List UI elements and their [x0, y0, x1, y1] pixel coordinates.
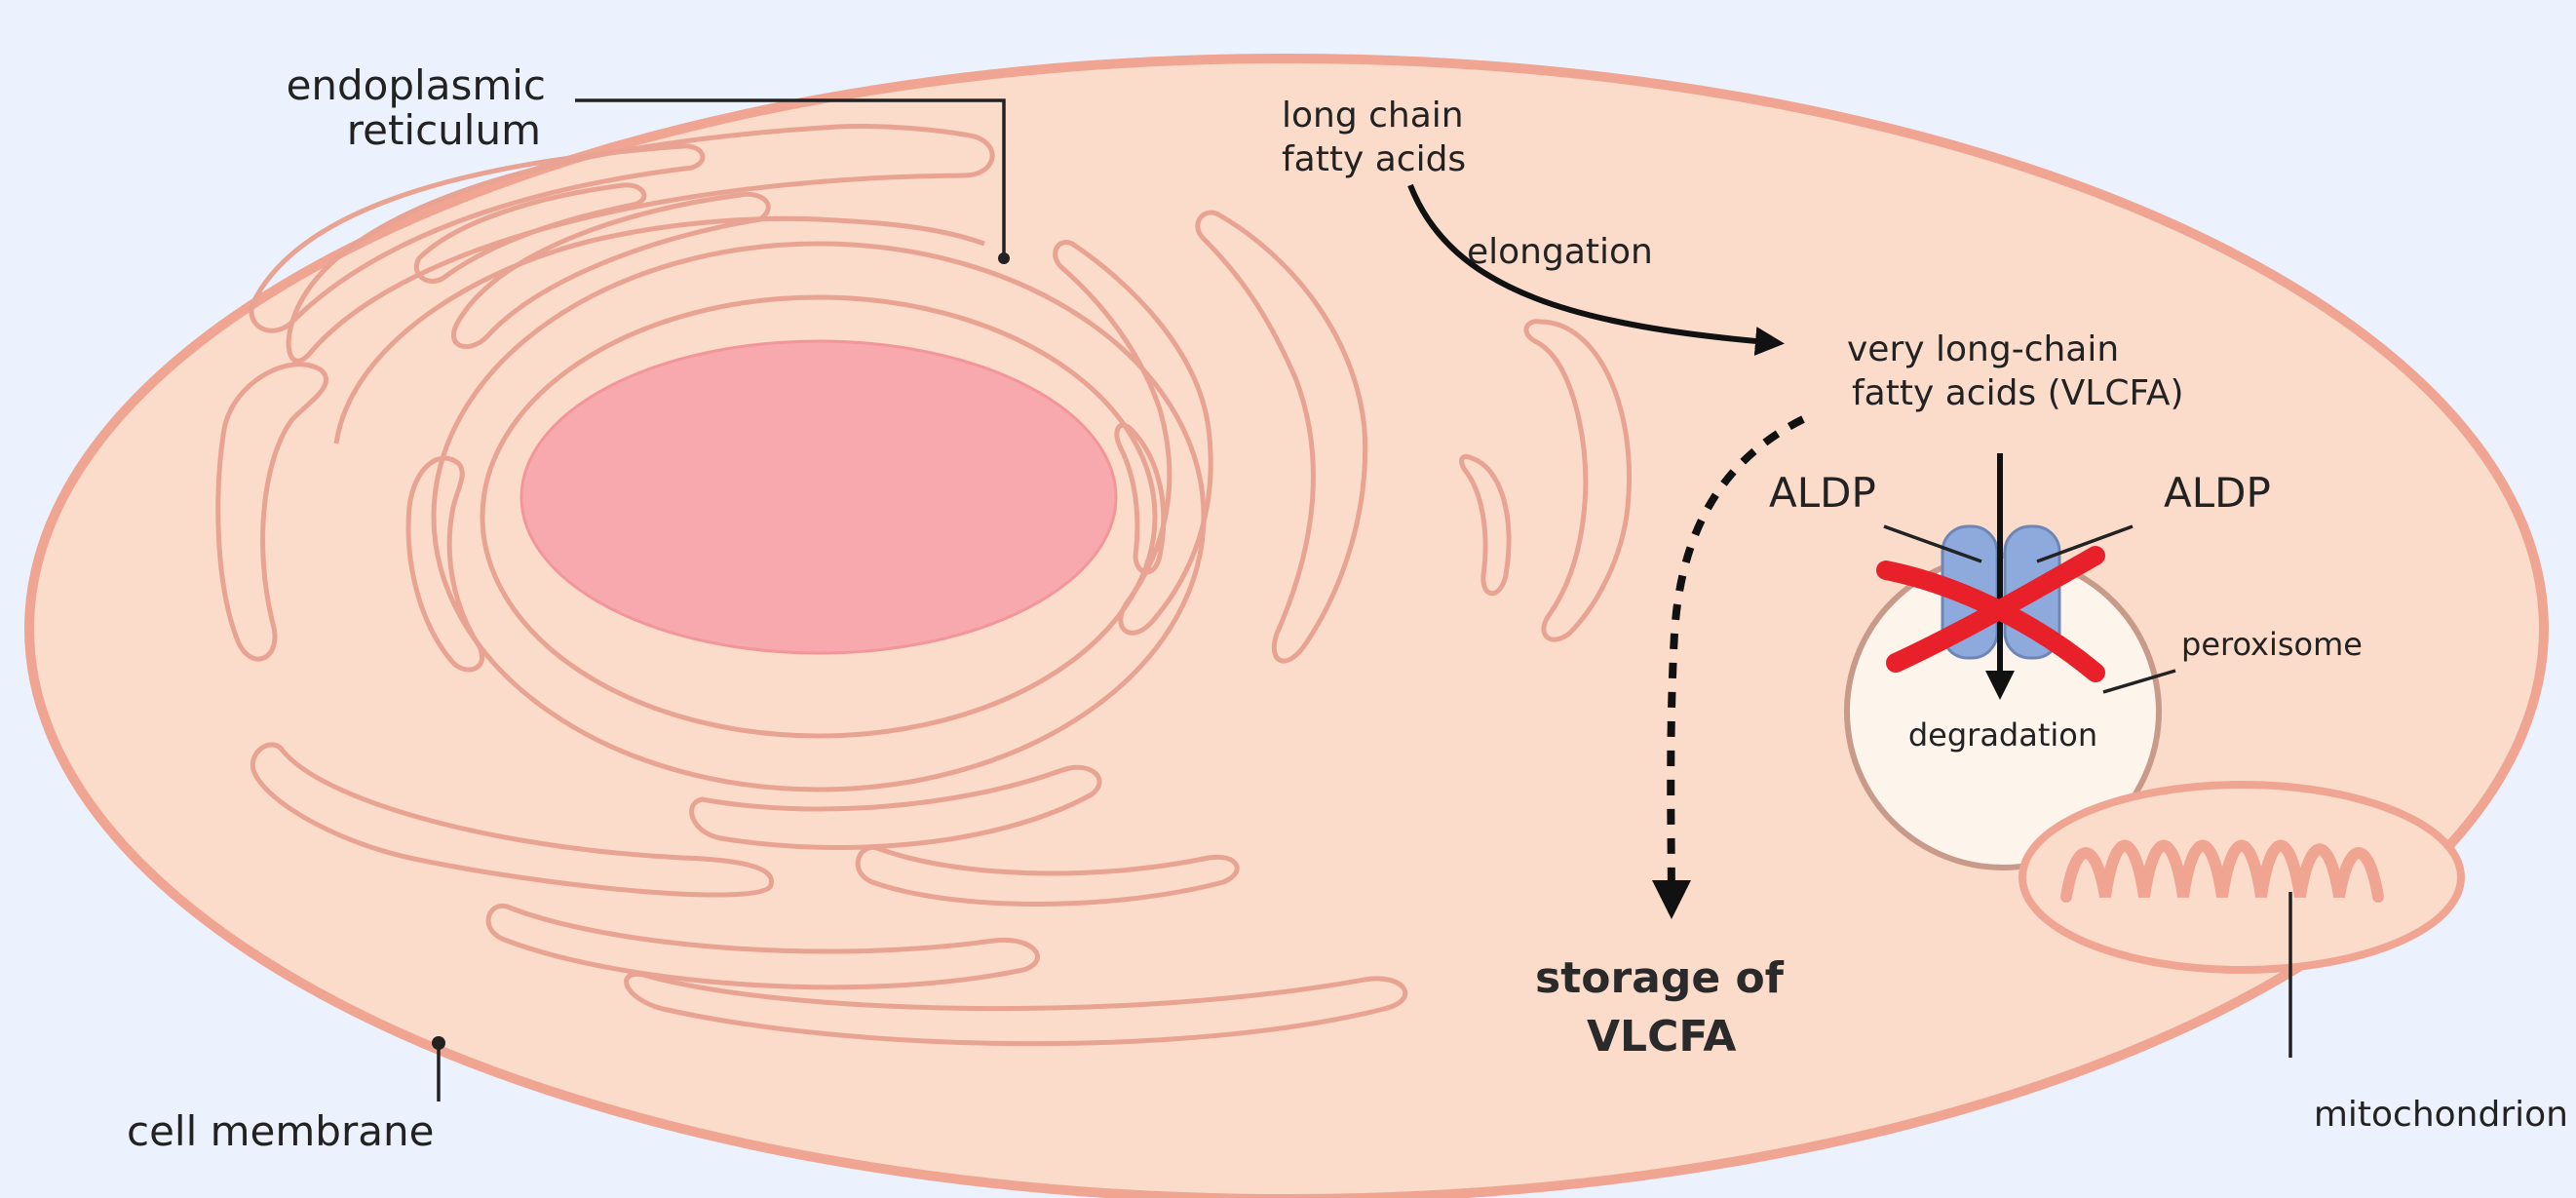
cell-membrane-label: cell membrane [127, 1107, 434, 1155]
elongation-label: elongation [1467, 232, 1653, 272]
storage-label-line2: VLCFA [1587, 1012, 1736, 1062]
vlcfa-label-line2: fatty acids (VLCFA) [1852, 373, 2184, 413]
aldp-right-label: ALDP [2164, 469, 2271, 517]
mitochondrion-label: mitochondrion [2314, 1095, 2568, 1135]
mitochondrion [2022, 785, 2461, 970]
er-label-line2: reticulum [347, 106, 541, 154]
er-label-line1: endoplasmic [287, 61, 546, 109]
aldp-left-label: ALDP [1769, 469, 1876, 517]
vlcfa-label-line1: very long-chain [1847, 329, 2119, 369]
storage-label-line1: storage of [1535, 953, 1785, 1003]
nucleus [521, 341, 1116, 653]
cell-membrane-dot [432, 1036, 445, 1050]
lcfa-label-line2: fatty acids [1282, 139, 1466, 179]
er-leader-dot [998, 252, 1010, 264]
lcfa-label-line1: long chain [1282, 96, 1464, 135]
degradation-label: degradation [1908, 716, 2097, 754]
peroxisome-label: peroxisome [2181, 626, 2363, 663]
